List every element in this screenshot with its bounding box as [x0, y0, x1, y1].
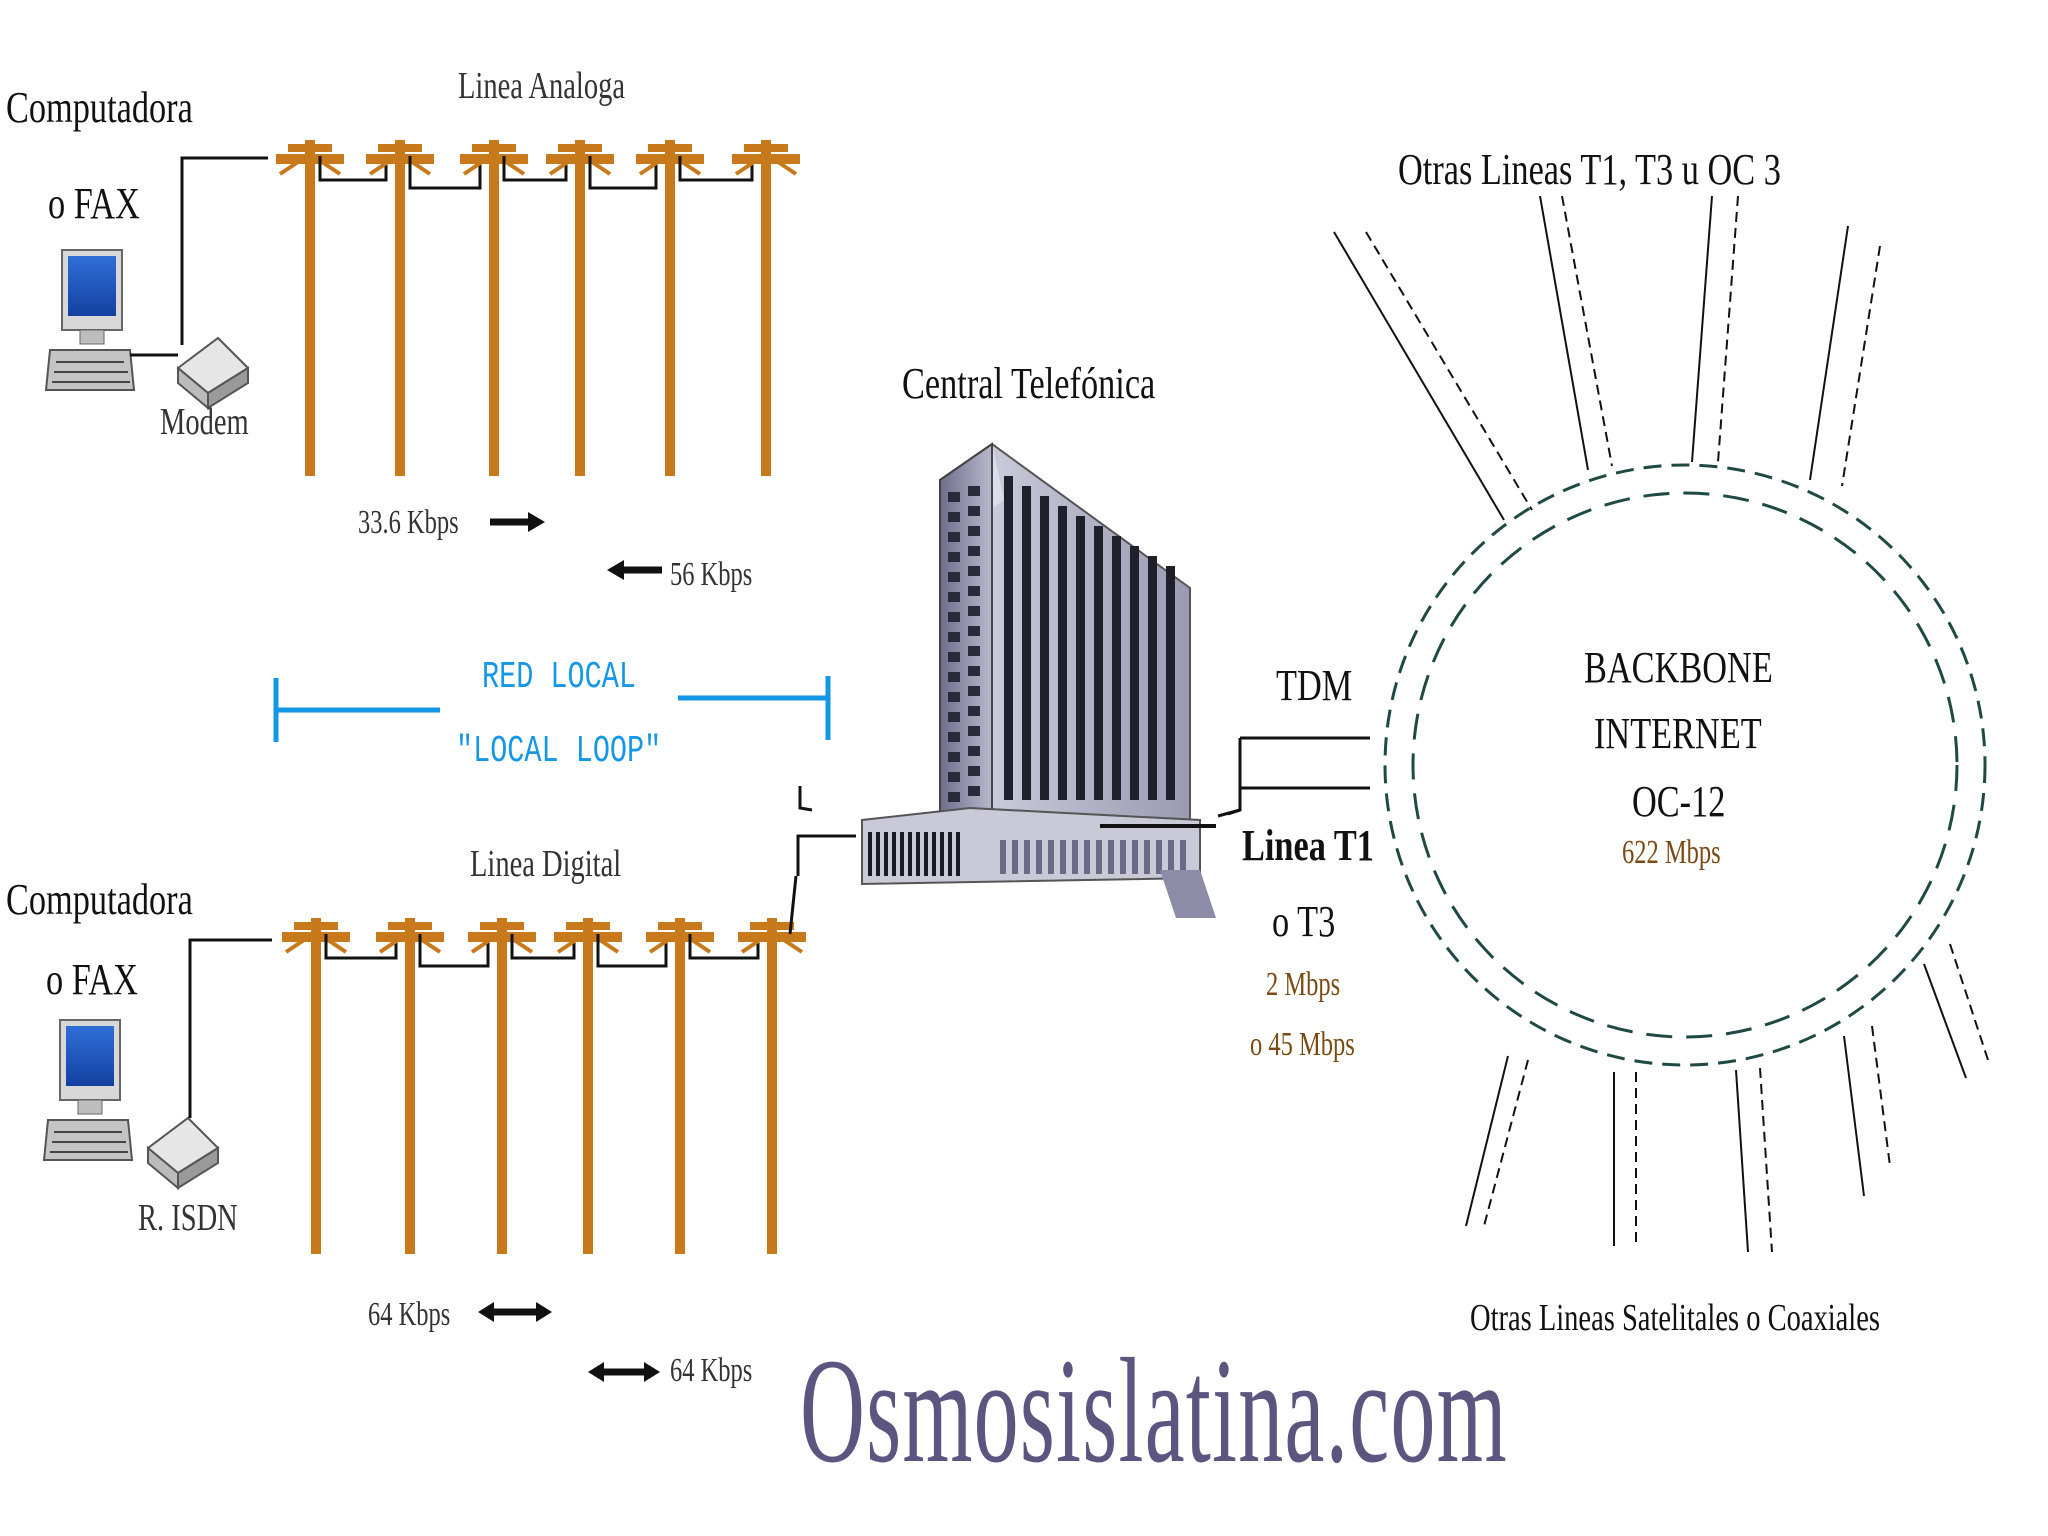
- modem-label: Modem: [160, 401, 249, 443]
- computer-icon: [42, 1019, 134, 1161]
- digital-section: [42, 875, 806, 1382]
- computer-icon: [44, 249, 136, 391]
- external-top-label: Otras Lineas T1, T3 u OC 3: [1398, 145, 1781, 194]
- bottom-down-speed: 64 Kbps: [670, 1352, 753, 1389]
- analog-section: [44, 140, 800, 580]
- bottom-fax-label: o FAX: [46, 955, 138, 1004]
- trunk-links: [1217, 736, 1370, 818]
- speed-2mbps: 2 Mbps: [1266, 966, 1341, 1003]
- arrow-icon: [478, 1302, 660, 1382]
- telephone-pole-icon: [366, 140, 434, 476]
- watermark: Osmosislatina.com: [800, 1328, 1508, 1494]
- top-line-label: Linea Analoga: [458, 65, 625, 107]
- arrow-icon: [490, 512, 662, 580]
- digital-poles: [282, 875, 806, 1254]
- central-title: Central Telefónica: [902, 359, 1156, 408]
- top-computer-label: Computadora: [6, 83, 193, 132]
- tdm-label: TDM: [1276, 661, 1353, 710]
- speed-45mbps: o 45 Mbps: [1250, 1026, 1355, 1063]
- telephone-pole-icon: [546, 140, 614, 476]
- telephone-pole-icon: [732, 140, 800, 476]
- telephone-pole-icon: [460, 140, 528, 476]
- isdn-router-icon: [146, 1116, 220, 1191]
- top-fax-label: o FAX: [48, 179, 140, 228]
- bottom-line-label: Linea Digital: [470, 843, 622, 885]
- backbone-ring: [1383, 463, 1987, 1067]
- telephone-pole-icon: [554, 918, 622, 1254]
- external-lines: [1333, 195, 1989, 1253]
- telephone-pole-icon: [282, 918, 350, 1254]
- external-bottom-label: Otras Lineas Satelitales o Coaxiales: [1470, 1297, 1880, 1339]
- telephone-pole-icon: [738, 918, 806, 1254]
- t1-label: Linea T1: [1242, 821, 1374, 870]
- telephone-pole-icon: [646, 918, 714, 1254]
- backbone-line3: OC-12: [1632, 777, 1726, 826]
- bottom-computer-label: Computadora: [6, 875, 193, 924]
- top-up-speed: 33.6 Kbps: [358, 504, 459, 541]
- backbone-line1: BACKBONE: [1584, 643, 1773, 692]
- local-loop-subtitle: "LOCAL LOOP": [456, 730, 662, 773]
- t3-label: o T3: [1272, 897, 1336, 946]
- telephone-pole-icon: [636, 140, 704, 476]
- local-loop-bracket: [273, 676, 831, 742]
- analog-poles: [276, 140, 800, 476]
- telephone-pole-icon: [376, 918, 444, 1254]
- bottom-up-speed: 64 Kbps: [368, 1296, 451, 1333]
- telephone-pole-icon: [468, 918, 536, 1254]
- top-down-speed: 56 Kbps: [670, 556, 753, 593]
- local-loop-title: RED LOCAL: [482, 656, 636, 699]
- modem-icon: [176, 336, 250, 411]
- telephone-pole-icon: [276, 140, 344, 476]
- building-icon: [861, 442, 1216, 918]
- backbone-line2: INTERNET: [1594, 709, 1762, 758]
- backbone-speed: 622 Mbps: [1622, 834, 1721, 871]
- isdn-label: R. ISDN: [138, 1197, 238, 1239]
